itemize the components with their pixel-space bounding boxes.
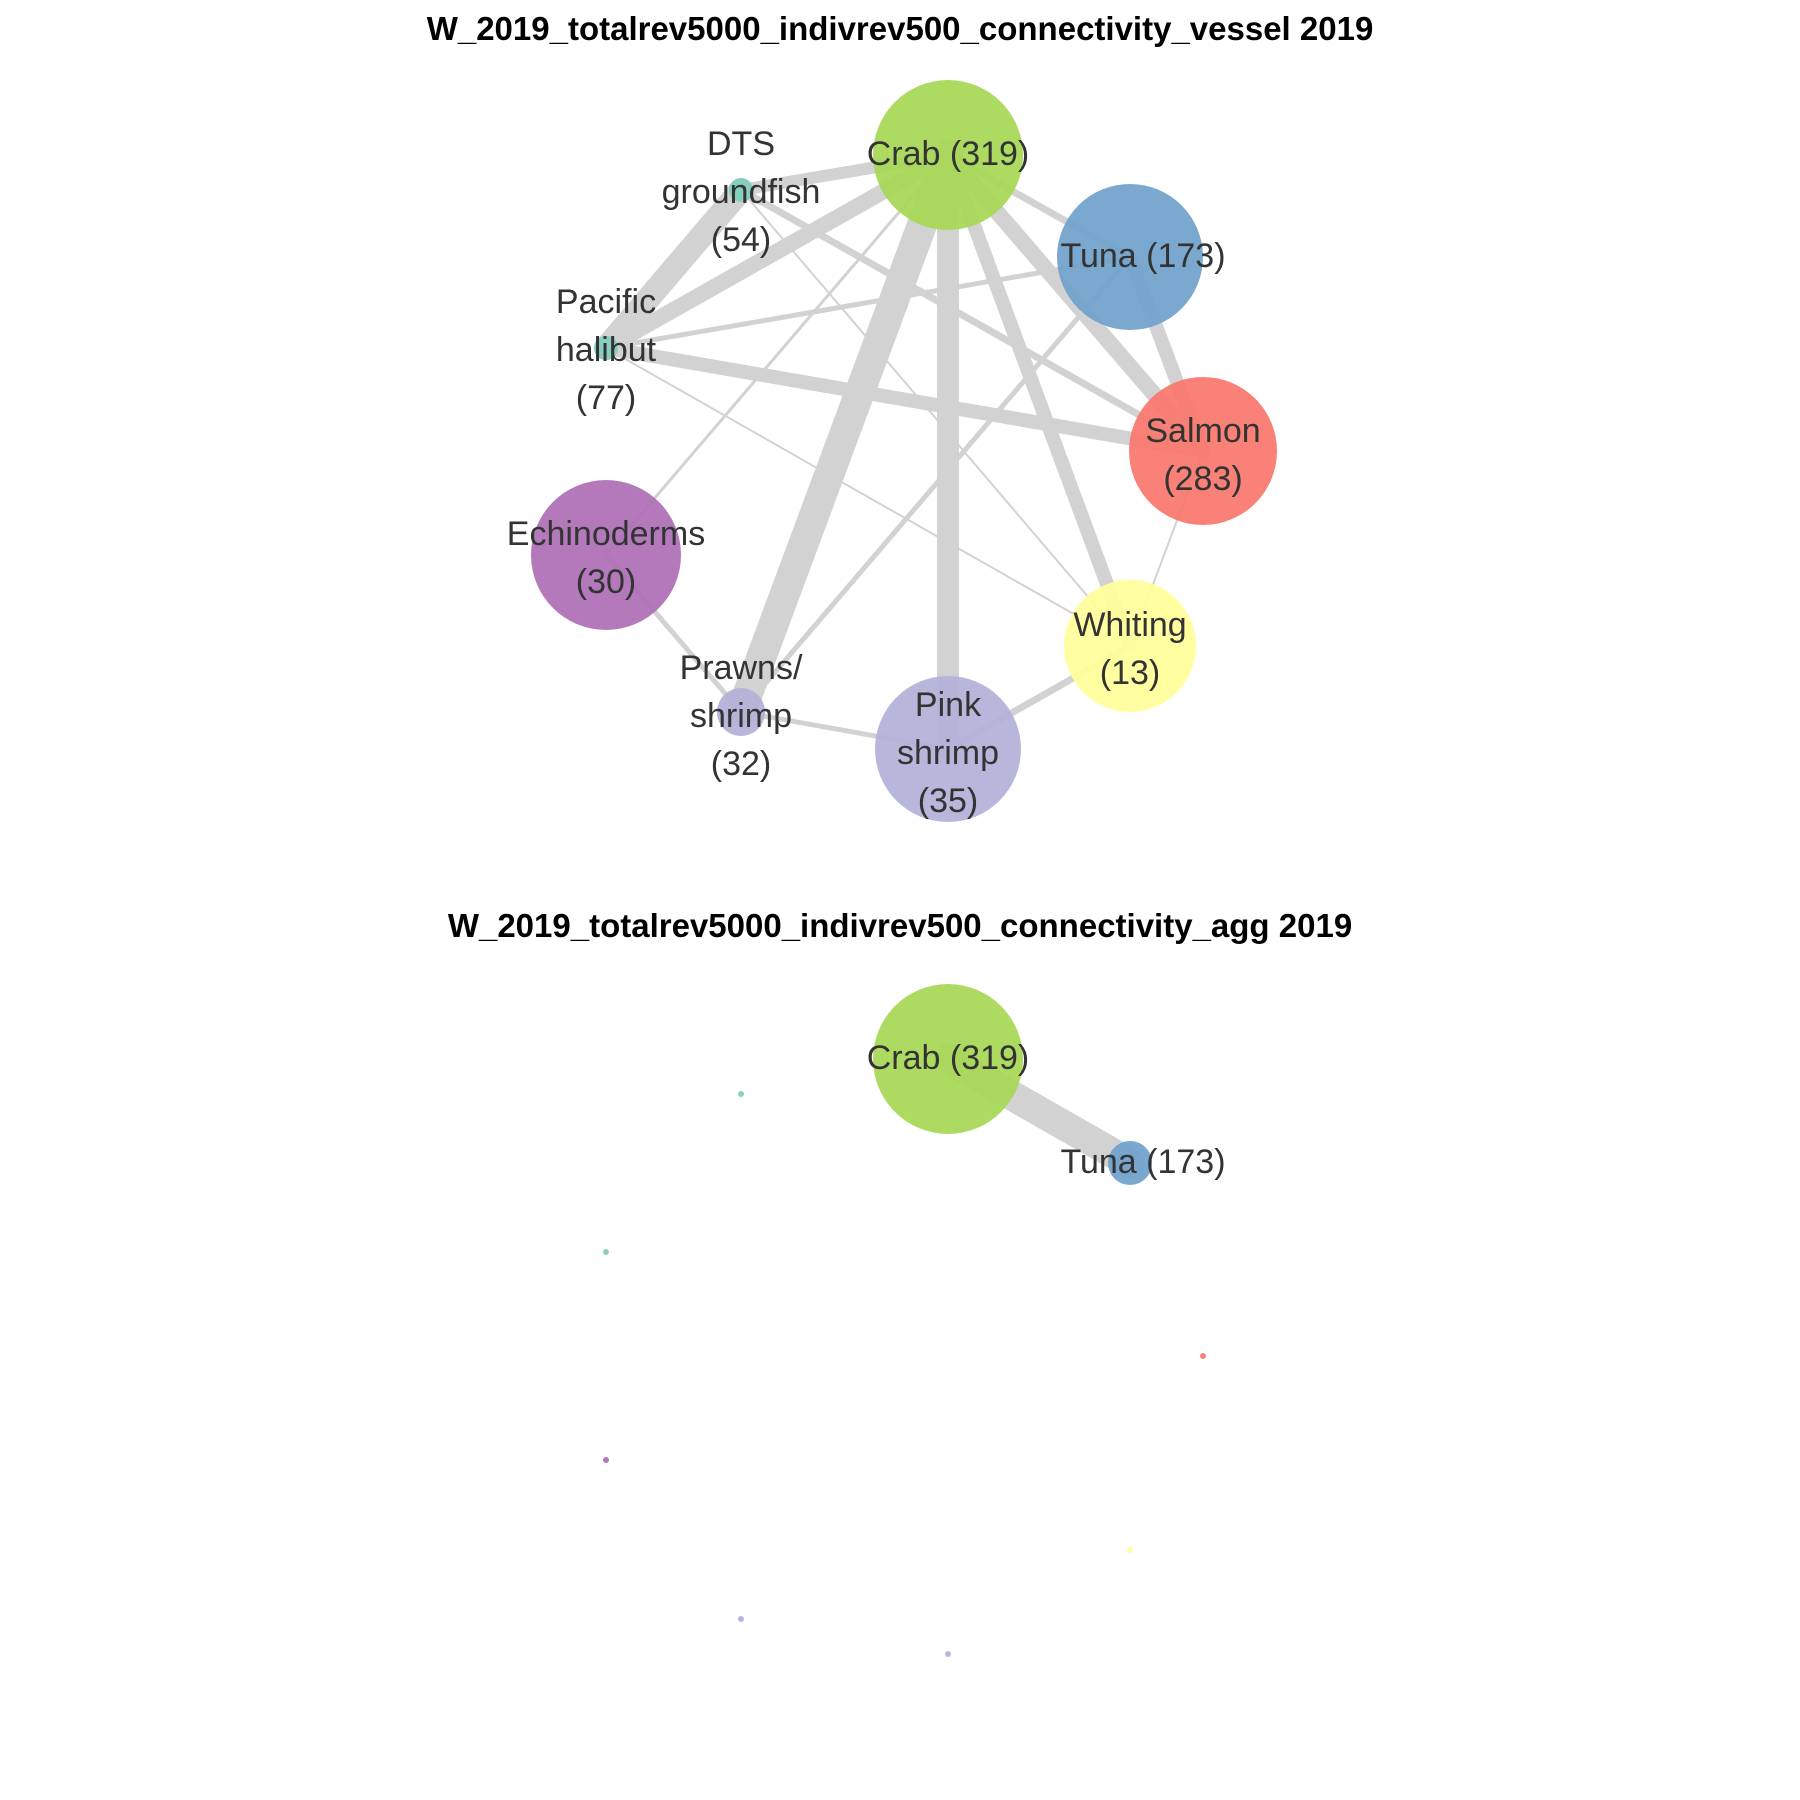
node-label-tuna: Tuna (173) — [1060, 237, 1225, 275]
node-prawns — [717, 688, 765, 736]
agg-labels: Crab (319) Tuna (173) — [867, 1039, 1226, 1181]
agg-network-title: W_2019_totalrev5000_indivrev500_connecti… — [448, 907, 1352, 944]
node-halibut — [594, 336, 618, 360]
node-halibut — [603, 1249, 609, 1255]
node-echino — [531, 480, 681, 630]
node-dts — [729, 178, 753, 202]
edge-crab-whiting — [941, 148, 1137, 653]
node-salmon — [1200, 1353, 1206, 1359]
node-pink — [945, 1651, 951, 1657]
edge-dts-salmon — [737, 186, 1207, 455]
edge-halibut-salmon — [599, 341, 1210, 458]
edge-dts-whiting — [740, 189, 1131, 647]
edge-tuna-prawns — [738, 254, 1133, 715]
edge-crab-echino — [604, 153, 950, 557]
node-label-echino: Echinoderms(30) — [507, 515, 705, 601]
node-whiting — [1064, 580, 1196, 712]
edge-halibut-tuna — [603, 254, 1133, 351]
node-salmon — [1129, 377, 1277, 525]
node-label-tuna: Tuna (173) — [1060, 1143, 1225, 1181]
node-crab — [873, 80, 1023, 230]
node-label-prawns: Prawns/shrimp(32) — [680, 649, 803, 783]
node-tuna — [1108, 1141, 1152, 1185]
node-whiting — [1127, 1547, 1133, 1553]
vessel-network-title: W_2019_totalrev5000_indivrev500_connecti… — [427, 10, 1374, 47]
node-label-whiting: Whiting(13) — [1073, 606, 1186, 692]
node-label-crab: Crab (319) — [867, 1039, 1030, 1077]
agg-nodes — [603, 984, 1206, 1657]
edge-crab-prawns — [726, 140, 963, 727]
node-label-crab: Crab (319) — [867, 135, 1030, 173]
node-prawns — [738, 1616, 744, 1622]
edge-dts-halibut — [594, 178, 753, 360]
node-pink — [875, 676, 1021, 822]
vessel-nodes — [531, 80, 1277, 822]
node-tuna — [1057, 184, 1203, 330]
node-echino — [603, 1457, 609, 1463]
node-crab — [873, 984, 1023, 1134]
node-dts — [738, 1091, 744, 1097]
agg-network: Crab (319) Tuna (173) — [603, 984, 1226, 1657]
edge-halibut-whiting — [605, 347, 1131, 647]
node-label-salmon: Salmon(283) — [1145, 412, 1260, 498]
